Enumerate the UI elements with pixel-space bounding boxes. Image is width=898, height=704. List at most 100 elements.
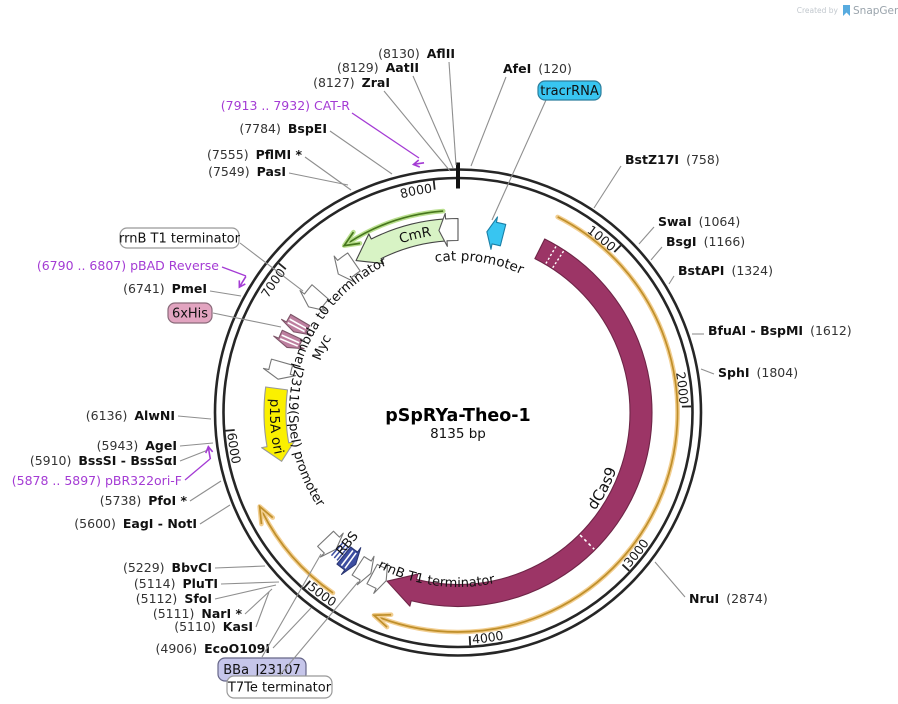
leader-line	[329, 130, 393, 175]
feature-p15a-ori[interactable]	[261, 386, 295, 462]
feature-myc[interactable]	[273, 329, 305, 350]
tick-7000	[278, 262, 287, 270]
enzyme-label-aflii[interactable]: (8130)AflII	[378, 46, 455, 61]
leader-line	[288, 172, 349, 186]
enzyme-label-pluti[interactable]: (5114)PluTI	[134, 576, 218, 591]
enzyme-label-bfuai-bspmi[interactable]: BfuAI - BspMI(1612)	[708, 323, 852, 338]
enzyme-label-pflmi-[interactable]: (7555)PflMI *	[207, 147, 302, 162]
primer-leader	[351, 112, 420, 159]
enzyme-label-ecoo109i[interactable]: (4906)EcoO109I	[156, 641, 270, 656]
tick-label-8000: 8000	[398, 181, 433, 202]
rbs-hatch	[336, 545, 350, 561]
tick-8000	[432, 180, 436, 190]
leader-line	[700, 368, 715, 375]
tick-5000	[303, 580, 311, 589]
boxed-label-box[interactable]	[119, 227, 240, 249]
enzyme-label-swai[interactable]: SwaI(1064)	[658, 214, 740, 229]
feature-j23119-spei-promoter[interactable]	[262, 358, 297, 380]
leader-line	[470, 76, 507, 167]
label-j23119-spei-promoter[interactable]: J23119(SpeI) promoter	[285, 363, 328, 510]
boxed-label-tracrrna[interactable]: tracrRNA	[540, 84, 599, 99]
enzyme-label-pmei[interactable]: (6741)PmeI	[123, 281, 207, 296]
boxed-label-bba-j23107[interactable]: BBa_J23107	[223, 663, 301, 678]
feature-lambda-t0-terminator[interactable]	[333, 252, 361, 283]
leader-line	[383, 90, 451, 172]
feature-t7te-terminator[interactable]	[351, 555, 375, 586]
leader-line	[220, 581, 280, 585]
leader-line	[593, 165, 622, 209]
label-cat-promoter[interactable]: cat promoter	[434, 248, 527, 278]
boxed-label-box[interactable]	[167, 302, 213, 324]
leader-line	[448, 61, 457, 166]
enzyme-label-eagi-noti[interactable]: (5600)EagI - NotI	[74, 516, 197, 531]
boxed-label-rrnb-t1-terminator[interactable]: rrnB T1 terminator	[119, 232, 241, 247]
leader-line	[214, 565, 266, 569]
boxed-label-leader	[261, 553, 322, 658]
label-p15a-ori[interactable]: p15A ori	[266, 398, 287, 456]
leader-line	[272, 607, 312, 649]
enzyme-label-nrui[interactable]: NruI(2874)	[689, 591, 768, 606]
leader-line	[304, 156, 352, 191]
feature-stripe	[279, 338, 299, 347]
feature-rrnb-t1-terminator-2-[interactable]	[299, 284, 330, 312]
plasmid-size: 8135 bp	[430, 426, 486, 442]
boxed-label-t7te-terminator[interactable]: T7Te terminator	[227, 681, 332, 696]
tick-label-4000: 4000	[472, 628, 505, 647]
enzyme-label-sfoi[interactable]: (5112)SfoI	[136, 591, 212, 606]
primer-label[interactable]: (7913 .. 7932) CAT-R	[221, 98, 351, 113]
enzyme-label-sphi[interactable]: SphI(1804)	[718, 365, 798, 380]
enzyme-label-agei[interactable]: (5943)AgeI	[97, 438, 177, 453]
leader-line	[179, 442, 214, 447]
feature-bba-j23107[interactable]	[317, 530, 344, 558]
boxed-label-6xhis[interactable]: 6xHis	[172, 307, 208, 322]
enzyme-label-kasi[interactable]: (5110)KasI	[174, 619, 253, 634]
enzyme-label-bsgi[interactable]: BsgI(1166)	[666, 234, 745, 249]
leader-line	[214, 584, 277, 600]
boxed-label-box[interactable]	[226, 675, 333, 699]
watermark-created-by: Created by	[797, 6, 839, 15]
enzyme-label-bstz17i[interactable]: BstZ17I(758)	[625, 152, 720, 167]
feature-stripe	[340, 550, 354, 567]
enzyme-label-bstapi[interactable]: BstAPI(1324)	[678, 263, 773, 278]
feature-cmr[interactable]	[355, 218, 447, 265]
boxed-label-box[interactable]	[537, 80, 602, 101]
tick-3000	[621, 563, 630, 572]
primer-label[interactable]: (6790 .. 6807) pBAD Reverse	[37, 258, 219, 273]
feature-stripe	[289, 318, 307, 330]
leader-line	[209, 290, 242, 297]
leader-line	[412, 75, 454, 169]
primer-leader	[221, 266, 247, 277]
enzyme-label-bbvci[interactable]: (5229)BbvCI	[123, 560, 212, 575]
primer-leader	[184, 458, 211, 481]
primer-arrowhead	[238, 280, 246, 289]
snapgene-logo-icon	[843, 5, 850, 16]
feature-tracrrna[interactable]	[486, 216, 507, 250]
orf-right-core	[378, 216, 679, 633]
enzyme-label-bsssi-bsss-i[interactable]: (5910)BssSI - BssSαI	[30, 453, 177, 468]
feature-dcas9[interactable]	[386, 238, 653, 608]
rbs-hatch	[333, 543, 347, 559]
leader-line	[189, 480, 222, 502]
enzyme-label-zrai[interactable]: (8127)ZraI	[313, 75, 390, 90]
feature-stripe	[281, 334, 300, 344]
feature-boundary-dotted	[545, 245, 557, 264]
boxed-label-leader	[491, 99, 547, 221]
enzyme-label-afei[interactable]: AfeI(120)	[503, 61, 572, 76]
enzyme-label-aatii[interactable]: (8129)AatII	[337, 60, 419, 75]
feature-cat-promoter[interactable]	[438, 212, 459, 247]
orf-left-core	[261, 510, 334, 594]
enzyme-label-pfoi-[interactable]: (5738)PfoI *	[100, 493, 188, 508]
orf-left-halo	[259, 508, 336, 596]
feature-6xhis[interactable]	[281, 313, 312, 336]
enzyme-label-pasi[interactable]: (7549)PasI	[208, 164, 286, 179]
primer-arrowhead	[411, 159, 421, 168]
enzyme-label-nari-[interactable]: (5111)NarI *	[153, 606, 243, 621]
leader-line	[177, 415, 212, 420]
enzyme-label-bspei[interactable]: (7784)BspEI	[239, 121, 327, 136]
tick-1000	[613, 244, 622, 253]
feature-rrnb-t1-terminator[interactable]	[366, 562, 389, 594]
enzyme-label-alwni[interactable]: (6136)AlwNI	[86, 408, 175, 423]
primer-label[interactable]: (5878 .. 5897) pBR322ori-F	[12, 473, 182, 488]
leader-line	[255, 591, 270, 628]
rbs-hatch	[330, 541, 344, 557]
